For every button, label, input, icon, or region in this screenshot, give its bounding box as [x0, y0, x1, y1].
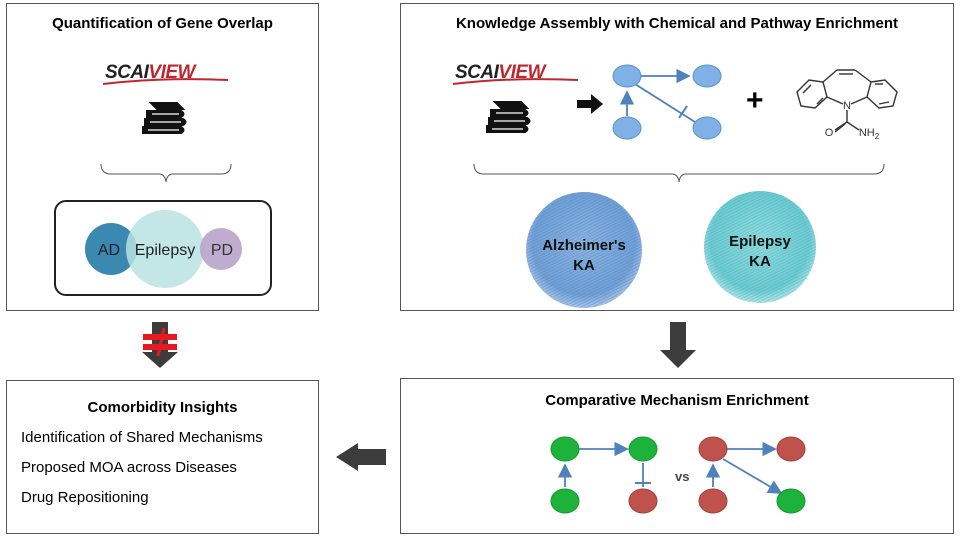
venn-ad-label: AD — [98, 242, 120, 259]
venn-pd-label: PD — [211, 242, 233, 259]
epilepsy-ka-label: Epilepsy — [729, 233, 791, 250]
insight-item: Identification of Shared Mechanisms — [21, 429, 263, 446]
knowledge-assembly-panel: Knowledge Assembly with Chemical and Pat… — [400, 3, 954, 311]
network-node — [698, 436, 728, 462]
arrow-right-icon — [577, 94, 603, 114]
svg-text:O: O — [825, 127, 834, 139]
pathway-network — [612, 64, 722, 140]
network-node — [776, 436, 806, 462]
scaiview-logo: SCAIVIEW — [452, 62, 579, 85]
venn-diagram: AD Epilepsy PD — [85, 210, 242, 288]
svg-text:SCAIVIEW: SCAIVIEW — [455, 62, 548, 83]
svg-text:SCAIVIEW: SCAIVIEW — [105, 62, 198, 83]
venn-ad-circle — [85, 223, 137, 275]
network-node — [628, 436, 658, 462]
assembly-brace — [473, 163, 885, 183]
network-node — [612, 64, 642, 88]
venn-epilepsy-circle — [126, 210, 204, 288]
comparative-mechanism-panel: Comparative Mechanism Enrichment vs — [400, 378, 954, 534]
blocked-down-arrow — [142, 322, 178, 368]
ka-spheres: Alzheimer's KA Epilepsy KA — [526, 191, 816, 308]
comorbidity-insights-title: Comorbidity Insights — [87, 399, 238, 416]
network-node — [628, 488, 658, 514]
venn-epilepsy-label: Epilepsy — [135, 242, 195, 259]
network-node — [692, 116, 722, 140]
gene-overlap-title: Quantification of Gene Overlap — [52, 15, 273, 32]
red-mechanism-network — [698, 436, 806, 514]
vs-label: vs — [675, 469, 690, 484]
venn-pd-circle — [200, 228, 242, 270]
epilepsy-ka-label-2: KA — [749, 253, 771, 270]
gene-overlap-panel: Quantification of Gene Overlap SCAIVIEW … — [6, 3, 319, 311]
venn-box — [54, 200, 272, 296]
network-node — [776, 488, 806, 514]
insight-item: Drug Repositioning — [21, 489, 149, 506]
comorbidity-insights-panel: Comorbidity Insights Identification of S… — [6, 380, 319, 534]
not-equal-icon — [143, 334, 177, 340]
overlap-brace — [100, 163, 232, 183]
carbamazepine-structure: N O NH2 — [796, 69, 898, 141]
alzheimers-ka-label-2: KA — [573, 257, 595, 274]
network-node — [692, 64, 722, 88]
left-arrow — [336, 443, 386, 471]
books-icon — [486, 101, 531, 133]
plus-sign: + — [746, 84, 764, 117]
scaiview-logo: SCAIVIEW — [102, 62, 229, 85]
network-node — [550, 436, 580, 462]
svg-text:NH2: NH2 — [859, 127, 880, 141]
network-node — [550, 488, 580, 514]
insight-item: Proposed MOA across Diseases — [21, 459, 237, 476]
knowledge-assembly-title: Knowledge Assembly with Chemical and Pat… — [455, 15, 899, 32]
green-mechanism-network — [550, 436, 658, 514]
down-arrow — [660, 322, 696, 368]
svg-text:N: N — [843, 100, 851, 112]
network-node — [698, 488, 728, 514]
alzheimers-ka-label: Alzheimer's — [542, 237, 626, 254]
network-node — [612, 116, 642, 140]
books-icon — [142, 102, 187, 134]
comparative-mechanism-title: Comparative Mechanism Enrichment — [545, 392, 809, 409]
